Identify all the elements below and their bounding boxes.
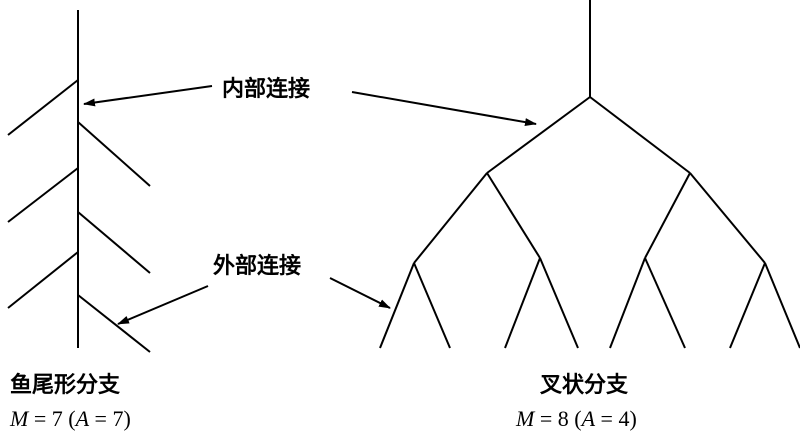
dendritic-title: 叉状分支 [539,372,629,398]
annotation-arrows [83,85,537,325]
dendritic-branch-l2-c [644,172,691,259]
dendritic-a-value: 4 [618,406,629,431]
dendritic-a-var: A [580,406,596,431]
dendritic-leaf-2 [413,262,451,349]
herringbone-branch-left-3 [7,251,79,309]
external-link-arrow-right [329,277,391,309]
dendritic-branch-l2-a [413,172,488,264]
herringbone-m-value: 7 [52,406,63,431]
external-link-label: 外部连接 [213,253,301,279]
internal-link-arrow-right [351,91,537,127]
herringbone-branch-left-2 [7,167,79,223]
dendritic-branch-l2-d [689,172,766,264]
herringbone-a-var: A [74,406,90,431]
dendritic-m-var: M [515,406,536,431]
dendritic-leaf-4 [539,257,579,349]
dendritic-branch-l1-right [589,96,691,174]
dendritic-leaf-3 [504,257,541,349]
external-link-arrow-left [117,285,209,325]
dendritic-m-value: 8 [558,406,569,431]
dendritic-formula: M = 8 (A = 4) [515,406,637,431]
herringbone-branch-right-2 [77,211,151,274]
internal-link-arrow-left [83,85,213,107]
dendritic-leaf-7 [729,262,766,349]
herringbone-branch-left-1 [7,79,79,136]
internal-link-label: 内部连接 [222,76,310,102]
herringbone-tree [7,10,151,353]
dendritic-branch-l2-b [486,172,541,259]
herringbone-a-value: 7 [112,406,123,431]
dendritic-leaf-1 [379,262,415,349]
dendritic-branch-l1-left [486,96,591,174]
herringbone-formula: M = 7 (A = 7) [9,406,131,431]
dendritic-leaf-8 [764,262,800,349]
dendritic-leaf-5 [609,257,646,349]
dendritic-tree [379,0,800,349]
herringbone-branch-right-3 [77,294,151,353]
herringbone-branch-right-1 [77,121,151,187]
herringbone-title: 鱼尾形分支 [10,372,121,398]
dendritic-leaf-6 [644,257,686,349]
herringbone-m-var: M [9,406,30,431]
